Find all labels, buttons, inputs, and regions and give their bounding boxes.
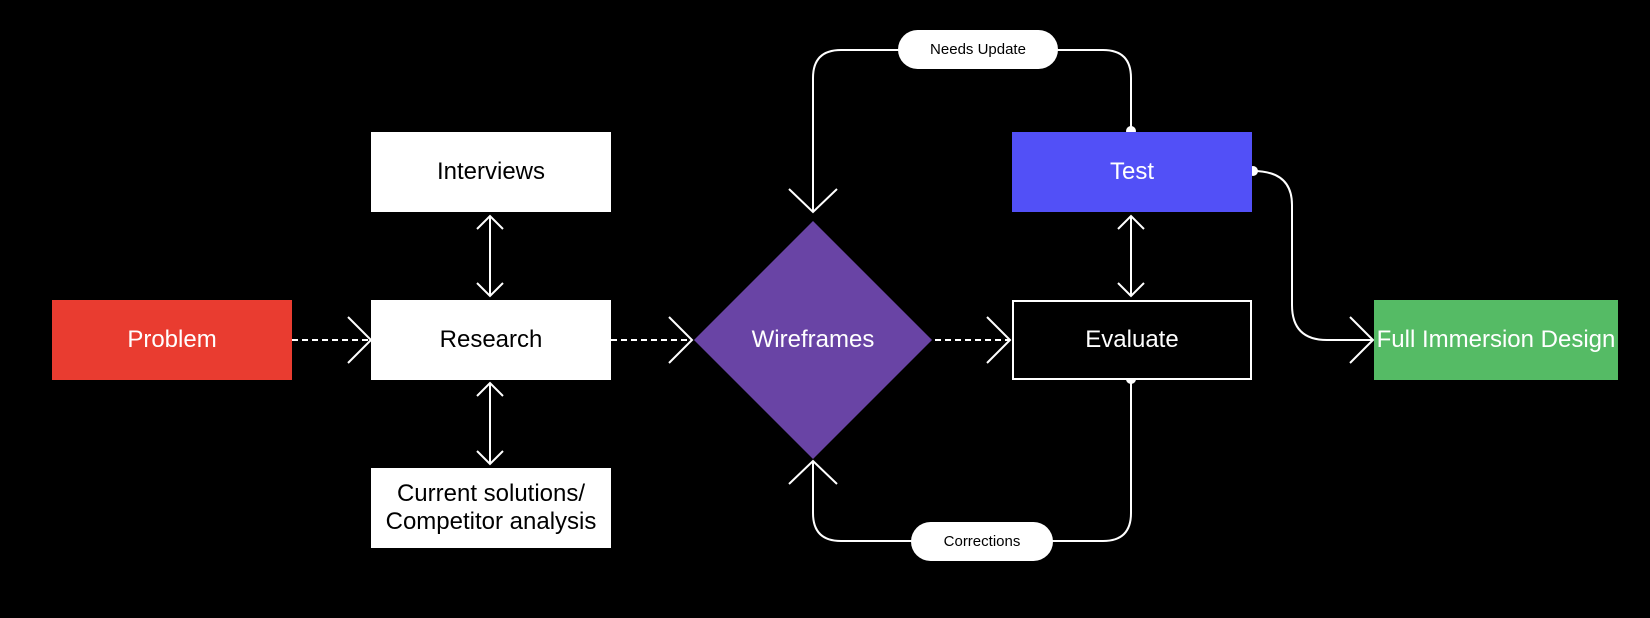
arrowhead-full-immersion (1349, 316, 1375, 364)
corrections-label: Corrections (943, 533, 1021, 550)
evaluate-node[interactable]: Evaluate (1012, 300, 1252, 380)
arrowhead-interviews-up (476, 214, 504, 230)
needs-update-pill[interactable]: Needs Update (898, 30, 1058, 69)
arrowhead-research-down (476, 282, 504, 298)
evaluate-label: Evaluate (1085, 326, 1179, 354)
full-immersion-label: Full Immersion Design (1376, 326, 1616, 354)
current-solutions-node[interactable]: Current solutions/ Competitor analysis (371, 468, 611, 548)
corrections-pill[interactable]: Corrections (911, 522, 1053, 561)
problem-node[interactable]: Problem (52, 300, 292, 380)
connector-test-full-immersion (1252, 170, 1372, 341)
arrowhead-test-up (1117, 214, 1145, 230)
interviews-label: Interviews (436, 158, 546, 186)
arrowhead-wireframes-top (788, 188, 838, 214)
research-node[interactable]: Research (371, 300, 611, 380)
arrowhead-evaluate (986, 316, 1012, 364)
needs-update-label: Needs Update (930, 41, 1026, 58)
wireframes-diamond[interactable] (694, 221, 932, 459)
wireframes-label: Wireframes (751, 326, 875, 353)
problem-label: Problem (127, 326, 217, 354)
arrowhead-wireframes-bottom (788, 459, 838, 485)
arrowhead-current-down (476, 450, 504, 466)
research-label: Research (439, 326, 543, 354)
test-node[interactable]: Test (1012, 132, 1252, 212)
current-solutions-label: Current solutions/ Competitor analysis (385, 480, 597, 535)
arrowhead-research-up (476, 381, 504, 397)
arrowhead-wireframes (668, 316, 694, 364)
arrowhead-evaluate-down (1117, 282, 1145, 298)
full-immersion-node[interactable]: Full Immersion Design (1374, 300, 1618, 380)
interviews-node[interactable]: Interviews (371, 132, 611, 212)
test-label: Test (1109, 158, 1154, 186)
